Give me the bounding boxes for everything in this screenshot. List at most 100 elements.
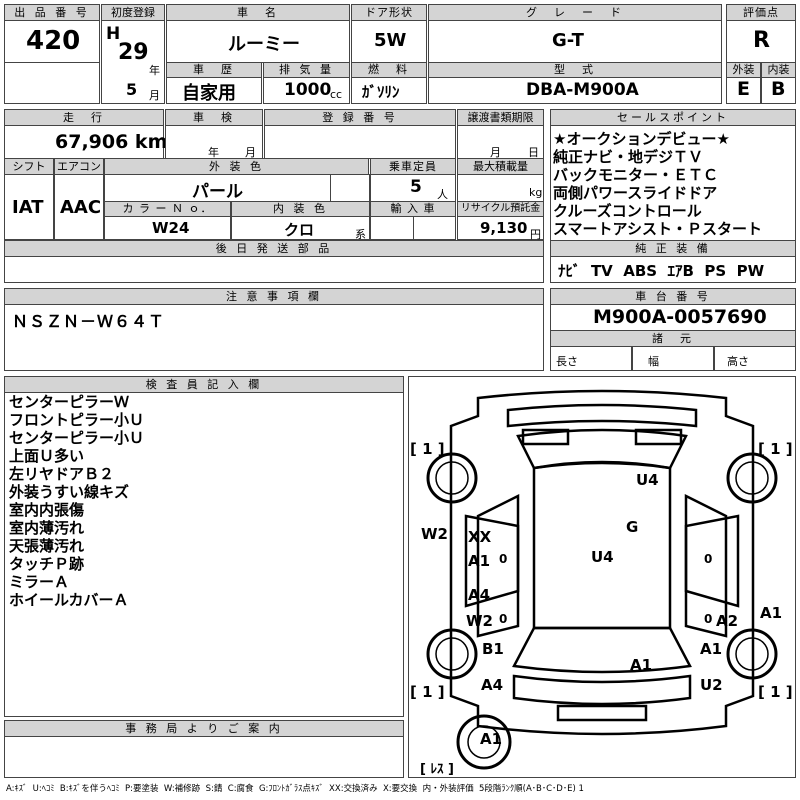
fuel-label: 燃 料	[351, 62, 427, 78]
spec-width-cell	[632, 346, 714, 371]
mark-a1-mid: A1	[630, 656, 653, 674]
inspector-note-item: 左リヤドアＢ２	[9, 465, 115, 483]
recycle-unit: 円	[530, 228, 541, 241]
score-value: R	[753, 28, 770, 53]
front-bumper	[506, 403, 698, 428]
mileage-value: 67,906 km	[55, 131, 168, 153]
shift-cell	[4, 174, 54, 240]
inspector-note-item: タッチＰ跡	[9, 555, 85, 573]
import-label: 輸 入 車	[370, 201, 456, 217]
history-label: 車 歴	[166, 62, 262, 78]
office-box	[4, 736, 404, 778]
displacement-label: 排 気 量	[263, 62, 350, 78]
max-load-label: 最大積載量	[457, 158, 544, 175]
mark-xx: XX	[468, 528, 492, 546]
inspector-note-item: センターピラー小Ｕ	[9, 429, 145, 447]
spec-height-cell	[714, 346, 796, 371]
inspector-note-item: 室内薄汚れ	[9, 519, 85, 537]
shift-value: IAT	[12, 197, 44, 218]
color-no-label: カ ラ ー Ｎ ｏ．	[104, 201, 231, 217]
rear-plate	[556, 704, 648, 722]
specs-label: 諸 元	[550, 330, 796, 347]
transfer-day-unit: 日	[528, 146, 539, 159]
mark-a1-rear-right: A1	[700, 640, 723, 658]
mark-zero-left: 0	[499, 552, 508, 566]
first-reg-cell	[101, 20, 165, 104]
mark-u4-mid: U4	[591, 548, 614, 566]
ext-color-label: 外 装 色	[104, 158, 369, 175]
door-left-front	[464, 514, 520, 608]
grade-label: グ レ ー ド	[428, 4, 722, 21]
caution-label: 注 意 事 項 欄	[4, 288, 544, 305]
color-no-value: W24	[152, 219, 190, 237]
front-light-right	[634, 428, 683, 446]
model-code-cell	[428, 77, 722, 104]
mark-w2-side: W2	[421, 525, 448, 543]
reg-no-cell	[264, 125, 456, 159]
exterior-score-cell	[726, 77, 761, 104]
lot-no-label: 出 品 番 号	[4, 4, 100, 21]
inspector-note-item: 外装うすい線キズ	[9, 483, 130, 501]
car-diagram-box	[408, 376, 796, 778]
inspector-note-item: 上面Ｕ多い	[9, 447, 85, 465]
legend-text: A:ｷｽﾞ U:ﾍｺﾐ B:ｷｽﾞを伴うﾍｺﾐ P:要塗装 W:補修跡 S:錆 …	[6, 784, 584, 794]
lot-no-value: 420	[26, 26, 81, 56]
inspector-note-item: ホイールカバーＡ	[9, 591, 129, 609]
sales-point-item: ★オークションデビュー★	[553, 130, 730, 148]
mark-a1-bottom: A1	[480, 730, 503, 748]
door-type-label: ドア形状	[351, 4, 427, 21]
history-cell	[166, 77, 262, 104]
displacement-value: 1000	[284, 80, 332, 100]
sales-point-item: バックモニター・ＥＴＣ	[553, 166, 719, 184]
mark-less: [ ﾚｽ ]	[420, 762, 454, 777]
shift-label: シフト	[4, 158, 54, 175]
recycle-label: リサイクル預託金	[457, 201, 544, 217]
first-reg-label: 初度登録	[101, 4, 165, 21]
mark-zero-left-2: 0	[499, 612, 508, 626]
door-type-value: 5W	[374, 30, 407, 51]
spec-height-label: 高さ	[727, 355, 749, 368]
displacement-unit: cc	[330, 88, 343, 101]
inspection-year-unit: 年	[208, 146, 219, 159]
import-cell-2	[413, 216, 456, 240]
mark-u2: U2	[700, 676, 723, 694]
ext-color-value: パール	[192, 182, 243, 202]
mark-a2: A2	[716, 612, 739, 630]
mark-zero-right-2: 0	[704, 612, 713, 626]
mark-zero-right: 0	[704, 552, 713, 566]
int-color-label: 内 装 色	[231, 201, 370, 217]
spec-width-label: 幅	[648, 355, 659, 368]
sales-point-item: 純正ナビ・地デジＴＶ	[553, 148, 704, 166]
interior-label: 内装	[761, 62, 796, 78]
mark-g: G	[626, 518, 639, 536]
mark-a4-rear: A4	[481, 676, 504, 694]
lot-no-blank-cell	[4, 62, 100, 104]
capacity-label: 乗車定員	[370, 158, 456, 175]
max-load-unit: kg	[529, 186, 543, 199]
color-no-cell	[104, 216, 231, 240]
spec-length-label: 長さ	[556, 355, 578, 368]
inspector-note-item: フロントピラー小Ｕ	[9, 411, 145, 429]
mark-b1: B1	[482, 640, 504, 658]
aircon-label: エアコン	[54, 158, 104, 175]
transfer-month-unit: 月	[490, 146, 501, 159]
rear-window	[512, 626, 692, 674]
model-code-value: DBA-M900A	[526, 80, 639, 100]
caution-cell	[4, 304, 544, 371]
inspector-note-item: ミラーＡ	[9, 573, 70, 591]
fuel-value: ｶﾞｿﾘﾝ	[362, 83, 400, 101]
int-color-cell	[231, 216, 370, 240]
car-name-label: 車 名	[166, 4, 350, 21]
sales-point-item: クルーズコントロール	[553, 202, 702, 220]
mark-a4-left: A4	[468, 586, 491, 604]
spec-length-cell	[550, 346, 632, 371]
inspector-note-item: センターピラーＷ	[9, 393, 130, 411]
recycle-value: 9,130	[480, 219, 528, 237]
roof	[532, 460, 672, 630]
mark-w2-left: W2	[466, 612, 493, 630]
front-light-left	[521, 428, 570, 446]
genuine-equipment-label: 純 正 装 備	[550, 240, 796, 257]
wheel-front-left	[426, 452, 478, 504]
